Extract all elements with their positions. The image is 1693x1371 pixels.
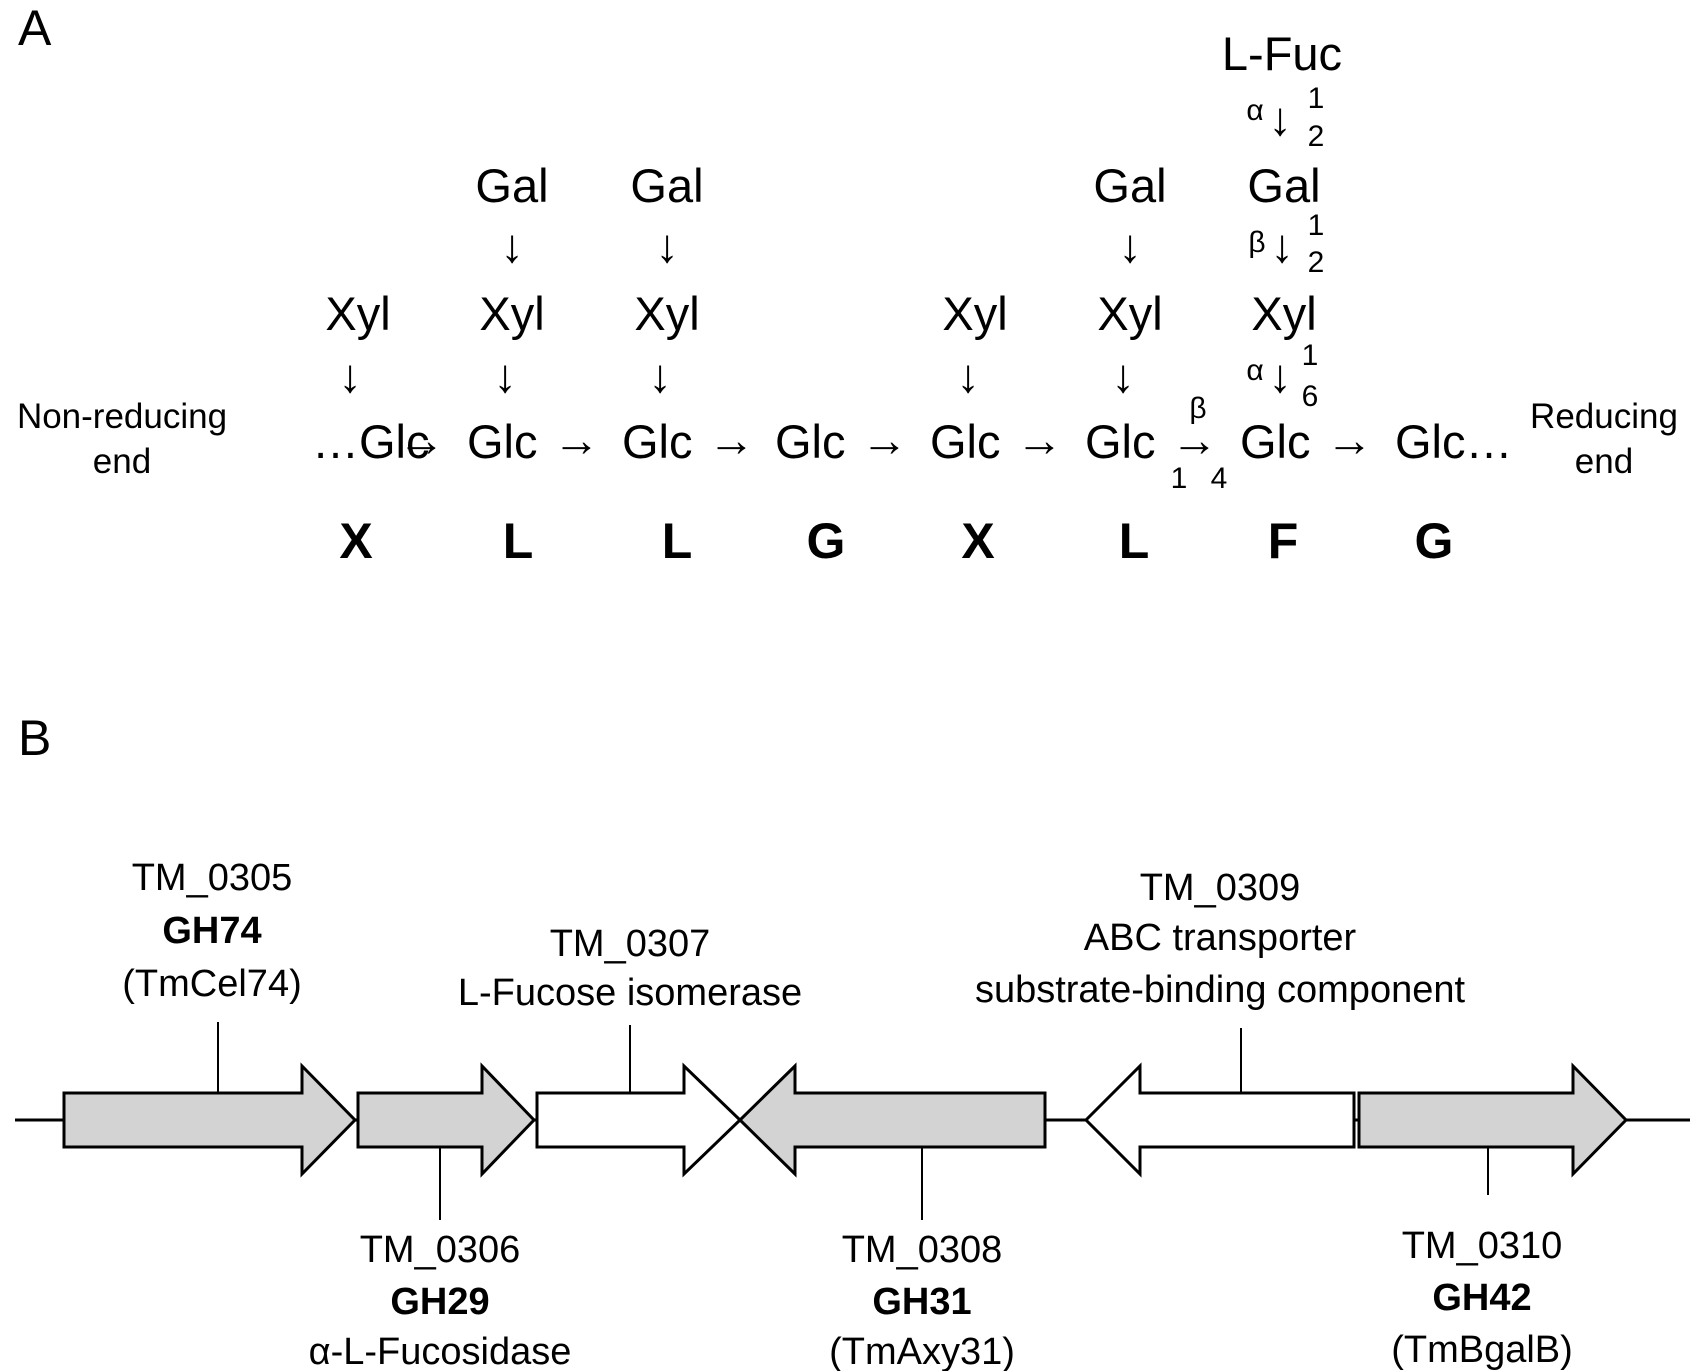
reducing-end-label-2: end xyxy=(1575,442,1633,481)
down-arrow: ↓ xyxy=(1111,349,1135,402)
gene-arrow-tm0308[interactable] xyxy=(737,1062,1047,1178)
gal-beta-label: β xyxy=(1248,226,1265,259)
backbone-beta-label: β xyxy=(1189,392,1206,425)
down-arrow: ↓ xyxy=(648,349,672,402)
glc-residue: Glc xyxy=(1085,415,1156,468)
residue-code: G xyxy=(1415,513,1454,569)
down-arrow: ↓ xyxy=(1268,349,1292,402)
non-reducing-end-label-1: Non-reducing xyxy=(17,397,227,436)
gene-arrow-tm0305[interactable] xyxy=(62,1062,358,1178)
gene-arrow-tm0307[interactable] xyxy=(535,1062,743,1178)
xyl-residue: Xyl xyxy=(634,287,699,340)
backbone-arrow: → xyxy=(553,413,600,466)
gene-id-tm0310: TM_0310 xyxy=(1402,1225,1563,1267)
gene-family-tm0310: GH42 xyxy=(1432,1277,1531,1319)
xyl-residue: Xyl xyxy=(1251,287,1316,340)
down-arrow: ↓ xyxy=(1270,219,1294,272)
down-arrow: ↓ xyxy=(956,349,980,402)
glc-residue: …Glc xyxy=(312,415,430,468)
fuc-residue: L-Fuc xyxy=(1222,27,1342,80)
down-arrow: ↓ xyxy=(500,219,524,272)
gene-id-tm0307: TM_0307 xyxy=(550,923,711,965)
glc-residue: Glc xyxy=(467,415,538,468)
panel-b-label: B xyxy=(18,710,51,766)
backbone-arrow: → xyxy=(708,413,755,466)
xyl-alpha-label: α xyxy=(1246,354,1263,387)
backbone-pos-4: 4 xyxy=(1211,462,1228,495)
residue-code: L xyxy=(503,513,534,569)
gene-id-tm0308: TM_0308 xyxy=(842,1229,1003,1271)
gene-desc2-tm0309: substrate-binding component xyxy=(975,969,1466,1011)
backbone-pos-1: 1 xyxy=(1171,462,1188,495)
gal-pos-2: 2 xyxy=(1308,246,1325,279)
gene-id-tm0309: TM_0309 xyxy=(1140,867,1301,909)
gene-family-tm0308: GH31 xyxy=(872,1281,971,1323)
xyl-pos-6: 6 xyxy=(1302,380,1319,413)
backbone-arrow: → xyxy=(398,413,445,466)
gene-id-tm0306: TM_0306 xyxy=(360,1229,521,1271)
residue-code: X xyxy=(339,513,372,569)
gene-desc-tm0310: (TmBgalB) xyxy=(1391,1329,1573,1371)
panel-a-label: A xyxy=(18,0,52,56)
residue-code: X xyxy=(961,513,994,569)
gal-residue: Gal xyxy=(475,159,548,212)
glc-residue: Glc xyxy=(775,415,846,468)
gene-desc-tm0307: L-Fucose isomerase xyxy=(458,972,802,1014)
down-arrow: ↓ xyxy=(338,349,362,402)
gene-arrow-tm0306[interactable] xyxy=(356,1062,537,1178)
down-arrow: ↓ xyxy=(1118,219,1142,272)
xyl-residue: Xyl xyxy=(942,287,1007,340)
fuc-pos-1: 1 xyxy=(1308,82,1325,115)
xyl-residue: Xyl xyxy=(325,287,390,340)
down-arrow: ↓ xyxy=(493,349,517,402)
xyl-residue: Xyl xyxy=(479,287,544,340)
gene-desc-tm0308: (TmAxy31) xyxy=(829,1331,1015,1371)
residue-code: L xyxy=(1119,513,1150,569)
residue-code: L xyxy=(662,513,693,569)
backbone-arrow: → xyxy=(1326,413,1373,466)
glc-residue: Glc xyxy=(1240,415,1311,468)
gene-arrow-tm0309[interactable] xyxy=(1083,1062,1356,1178)
gal-pos-1: 1 xyxy=(1308,209,1325,242)
backbone-arrow: → xyxy=(861,413,908,466)
xyl-residue: Xyl xyxy=(1097,287,1162,340)
gal-residue: Gal xyxy=(1093,159,1166,212)
residue-code: F xyxy=(1268,513,1299,569)
gene-id-tm0305: TM_0305 xyxy=(132,857,293,899)
residue-code: G xyxy=(807,513,846,569)
glc-residue: Glc… xyxy=(1395,415,1513,468)
down-arrow: ↓ xyxy=(655,219,679,272)
gene-desc-tm0306: α-L-Fucosidase xyxy=(309,1331,572,1371)
backbone-arrow: → xyxy=(1171,413,1218,466)
xyl-pos-1: 1 xyxy=(1302,339,1319,372)
backbone-arrow: → xyxy=(1016,413,1063,466)
non-reducing-end-label-2: end xyxy=(93,442,151,481)
gal-residue: Gal xyxy=(630,159,703,212)
gene-arrow-tm0310[interactable] xyxy=(1357,1062,1629,1178)
glc-residue: Glc xyxy=(930,415,1001,468)
glc-residue: Glc xyxy=(622,415,693,468)
fuc-pos-2: 2 xyxy=(1308,120,1325,153)
reducing-end-label-1: Reducing xyxy=(1530,397,1678,436)
down-arrow: ↓ xyxy=(1268,92,1292,145)
gal-residue: Gal xyxy=(1247,159,1320,212)
fuc-alpha-label: α xyxy=(1246,94,1263,127)
gene-desc-tm0309: ABC transporter xyxy=(1084,917,1357,959)
gene-desc-tm0305: (TmCel74) xyxy=(122,963,301,1005)
gene-family-tm0305: GH74 xyxy=(162,910,261,952)
gene-family-tm0306: GH29 xyxy=(390,1281,489,1323)
